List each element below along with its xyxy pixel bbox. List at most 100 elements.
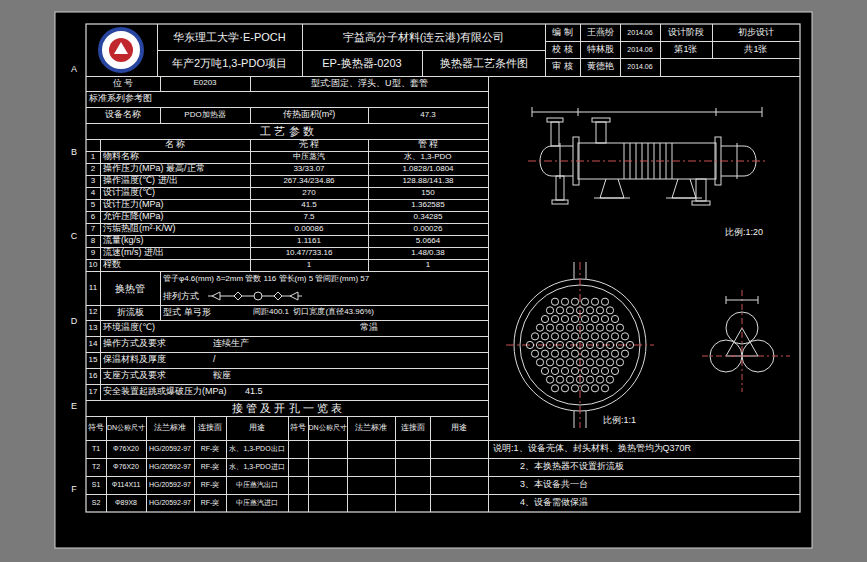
label-text: S2 xyxy=(92,499,101,507)
label-text: 267.34/234.86 xyxy=(283,177,334,186)
label-text: 连续生产 xyxy=(213,339,249,349)
tube-hole xyxy=(546,376,553,383)
title-block-grid xyxy=(86,24,800,76)
nozzle xyxy=(596,122,606,143)
label-text: 水、1,3-PDO进口 xyxy=(229,463,284,471)
tube-hole xyxy=(616,341,623,348)
tube-hole xyxy=(576,376,583,383)
label-text: T2 xyxy=(92,463,100,471)
label-text: 管 程 xyxy=(418,140,439,150)
label-text: 1.362585 xyxy=(411,201,444,210)
tube-hole xyxy=(611,333,618,340)
tube-hole xyxy=(601,385,608,392)
label-text: 共1张 xyxy=(744,45,767,55)
label-text: 型式 单弓形 xyxy=(163,308,211,318)
label-text: 用途 xyxy=(430,424,488,433)
tube-arrangement-symbols xyxy=(208,292,302,300)
label-text: 2014.06 xyxy=(627,63,652,71)
label-text: 名 称 xyxy=(165,140,186,150)
center-line xyxy=(702,290,790,392)
saddle xyxy=(666,179,702,198)
heat-exchanger-elevation xyxy=(528,107,766,205)
tube-hole xyxy=(571,298,578,305)
tube-hole xyxy=(601,350,608,357)
label-text: 11 xyxy=(89,284,97,293)
label-text: 换热管 xyxy=(115,283,145,294)
label-text: 8 xyxy=(91,237,95,246)
label-text: 1.0828/1.0804 xyxy=(402,165,453,174)
label-text: 鞍座 xyxy=(213,371,231,381)
tube-hole xyxy=(561,298,568,305)
nozzle-flange xyxy=(692,201,710,205)
label-text: 操作压力(MPa) 最高/正常 xyxy=(103,164,205,174)
logo-core xyxy=(109,38,133,62)
tube-hole xyxy=(571,385,578,392)
label-text: 比例:1:20 xyxy=(725,228,763,238)
tube-hole xyxy=(606,307,613,314)
label-text: 接 管 及 开 孔 一 览 表 xyxy=(232,402,341,414)
label-text: 符号 xyxy=(86,424,106,433)
tube-hole xyxy=(596,359,603,366)
label-text: 0.34285 xyxy=(414,213,443,222)
label-text: 排列方式 xyxy=(163,292,199,302)
saddle xyxy=(594,179,630,198)
label-text: 年产2万吨1,3-PDO项目 xyxy=(172,57,287,69)
tube-hole xyxy=(581,385,588,392)
drawing-title: 换热器工艺条件图 xyxy=(440,57,528,69)
label-text: 折流板 xyxy=(117,308,144,318)
label-text: 编 制 xyxy=(552,28,573,38)
label-text: 47.3 xyxy=(420,111,436,120)
tube-hole xyxy=(581,367,588,374)
label-text: 支座方式及要求 xyxy=(103,371,166,381)
tube-hole xyxy=(556,359,563,366)
tube-hole xyxy=(596,341,603,348)
label-text: A xyxy=(71,65,77,75)
label-text: Φ76X20 xyxy=(113,445,139,453)
label-text: 2014.06 xyxy=(627,29,652,37)
label-text: 270 xyxy=(302,189,315,198)
tube-hole xyxy=(601,333,608,340)
tube-hole xyxy=(556,376,563,383)
label-text: 间距400.1 切口宽度(直径43.96%) xyxy=(253,308,374,317)
tube-hole xyxy=(586,341,593,348)
label-text: 设计阶段 xyxy=(668,28,704,38)
tube-hole xyxy=(606,341,613,348)
label-text: 41.5 xyxy=(245,387,263,397)
tube-hole xyxy=(561,350,568,357)
tube-hole xyxy=(621,350,628,357)
tube-hole xyxy=(556,307,563,314)
label-text: 设备名称 xyxy=(105,110,141,120)
label-text: 污垢热阻(m²·K/W) xyxy=(103,224,175,234)
tube-hole xyxy=(596,324,603,331)
tube-hole xyxy=(576,359,583,366)
label-text: 宇益高分子材料(连云港)有限公司 xyxy=(343,31,504,43)
label-text: 14 xyxy=(89,340,98,349)
tube-hole xyxy=(531,350,538,357)
tube-hole xyxy=(606,324,613,331)
tube-hole xyxy=(566,307,573,314)
label-text: DN公称尺寸 xyxy=(106,424,146,432)
tube-hole xyxy=(591,298,598,305)
tube-hole xyxy=(531,333,538,340)
label-text: 传热面积(m²) xyxy=(283,110,336,120)
label-text: 中压蒸汽 xyxy=(293,153,325,162)
triangle-symbol xyxy=(212,292,220,300)
tube-hole xyxy=(576,307,583,314)
label-text: 设计温度(℃) xyxy=(103,188,155,198)
tube-hole xyxy=(561,315,568,322)
label-text: HG/20592-97 xyxy=(149,499,191,507)
tube-hole xyxy=(576,341,583,348)
tube-hole xyxy=(556,324,563,331)
tube-hole xyxy=(601,315,608,322)
label-text: RF-突 xyxy=(201,463,220,471)
nozzle-flange xyxy=(547,118,563,122)
label-text: 2 xyxy=(91,165,95,174)
tube-hole xyxy=(586,307,593,314)
label-text: PDO加热器 xyxy=(184,111,225,120)
label-text: 物料名称 xyxy=(103,152,139,162)
tube-hole xyxy=(586,376,593,383)
label-text: 13 xyxy=(89,324,98,333)
label-text: 5.0664 xyxy=(416,237,440,246)
tube-hole xyxy=(566,376,573,383)
